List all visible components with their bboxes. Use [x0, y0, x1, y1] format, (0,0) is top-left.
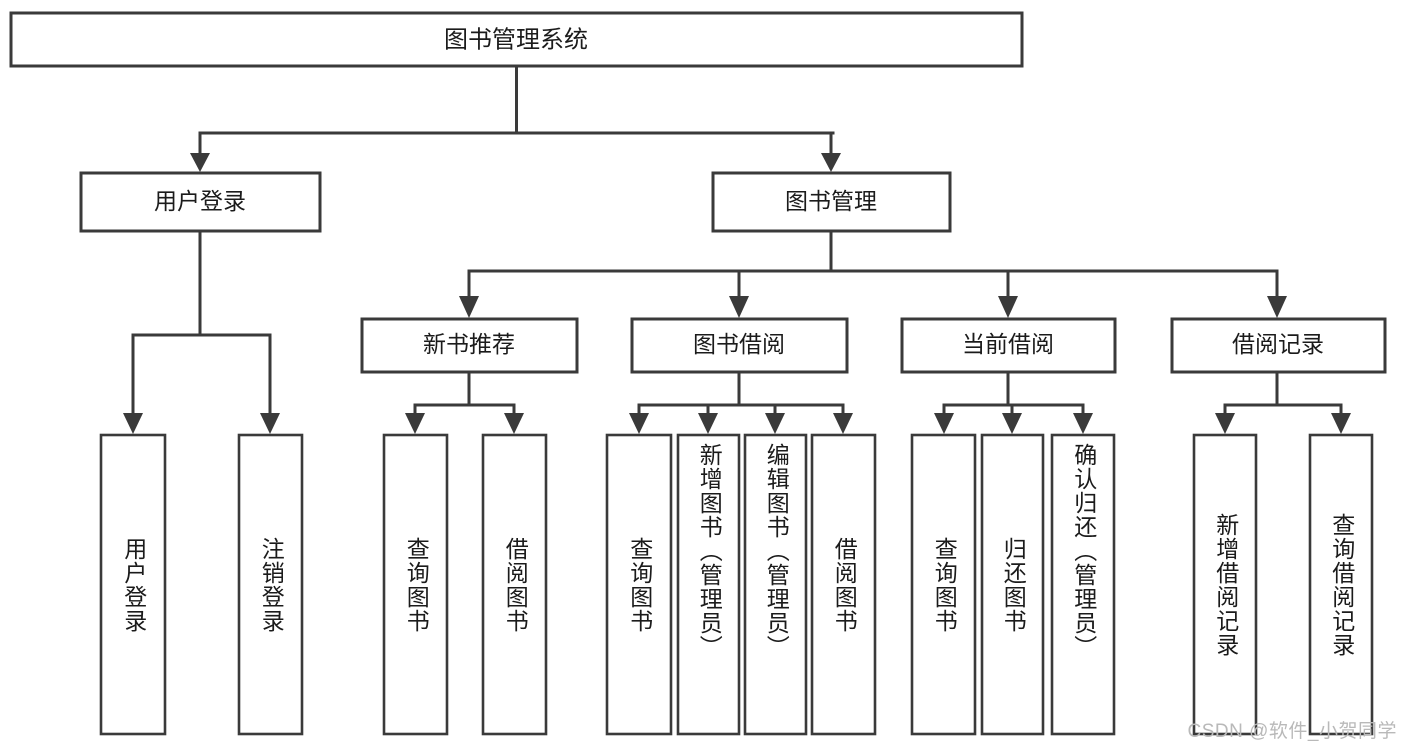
arrow-to-leaf-query-book-1: [405, 413, 425, 434]
arrow-to-leaf-logout: [260, 413, 280, 434]
current-borrow-label: 当前借阅: [962, 331, 1054, 357]
leaf-borrow-book-1-box[interactable]: [481, 433, 548, 736]
arrow-to-leaf-return-book: [1002, 413, 1022, 434]
arrow-to-current-borrow: [998, 296, 1018, 318]
current-borrow-box[interactable]: [900, 317, 1117, 374]
arrow-to-new-book-recommend: [459, 296, 479, 318]
node-user-login[interactable]: 用户登录: [79, 171, 322, 233]
node-root[interactable]: 图书管理系统: [9, 11, 1024, 68]
leaf-query-book-2-box[interactable]: [605, 433, 673, 736]
node-new-book-recommend[interactable]: 新书推荐: [360, 317, 579, 374]
arrow-to-leaf-add-book: [698, 413, 718, 434]
user-login-label: 用户登录: [154, 188, 246, 214]
arrow-to-book-borrow: [729, 296, 749, 318]
node-book-borrow[interactable]: 图书借阅: [630, 317, 849, 374]
arrow-to-borrow-record: [1267, 296, 1287, 318]
book-manage-box[interactable]: [711, 171, 952, 233]
user-login-box[interactable]: [79, 171, 322, 233]
leaf-add-record-box[interactable]: [1192, 433, 1258, 736]
node-borrow-record[interactable]: 借阅记录: [1170, 317, 1387, 374]
leaf-add-book-box[interactable]: [676, 433, 741, 736]
book-borrow-label: 图书借阅: [693, 331, 785, 357]
arrow-to-leaf-confirm-return: [1073, 413, 1093, 434]
arrow-to-leaf-user-login: [123, 413, 143, 434]
leaf-query-book-1-box[interactable]: [382, 433, 449, 736]
new-book-recommend-label: 新书推荐: [423, 331, 515, 357]
leaf-query-record-box[interactable]: [1308, 433, 1374, 736]
root-box[interactable]: [9, 11, 1024, 68]
arrow-to-leaf-query-record: [1331, 413, 1351, 434]
leaf-logout-box[interactable]: [237, 433, 304, 736]
node-layer: 图书管理系统 用户登录 图书管理 新书推荐 图书借阅 当前: [9, 11, 1387, 736]
watermark-text: CSDN @软件_小贺同学: [1187, 721, 1397, 742]
arrow-to-book-manage: [821, 153, 841, 172]
borrow-record-box[interactable]: [1170, 317, 1387, 374]
arrow-to-user-login: [190, 153, 210, 172]
leaf-return-book-box[interactable]: [980, 433, 1045, 736]
book-manage-label: 图书管理: [785, 188, 877, 214]
leaf-edit-book-box[interactable]: [743, 433, 808, 736]
leaf-borrow-book-2-box[interactable]: [810, 433, 877, 736]
arrow-to-leaf-query-book-3: [934, 413, 954, 434]
leaf-query-book-3-box[interactable]: [910, 433, 977, 736]
borrow-record-label: 借阅记录: [1232, 331, 1324, 357]
node-current-borrow[interactable]: 当前借阅: [900, 317, 1117, 374]
node-book-manage[interactable]: 图书管理: [711, 171, 952, 233]
leaf-user-login-box[interactable]: [99, 433, 167, 736]
leaf-confirm-return-box[interactable]: [1050, 433, 1116, 736]
arrow-to-leaf-edit-book: [765, 413, 785, 434]
arrow-to-leaf-borrow-book-2: [833, 413, 853, 434]
arrow-to-leaf-borrow-book-1: [504, 413, 524, 434]
connector-layer: [123, 64, 1351, 434]
arrow-to-leaf-query-book-2: [629, 413, 649, 434]
arrow-to-leaf-add-record: [1215, 413, 1235, 434]
book-borrow-box[interactable]: [630, 317, 849, 374]
root-label: 图书管理系统: [444, 26, 588, 53]
new-book-recommend-box[interactable]: [360, 317, 579, 374]
